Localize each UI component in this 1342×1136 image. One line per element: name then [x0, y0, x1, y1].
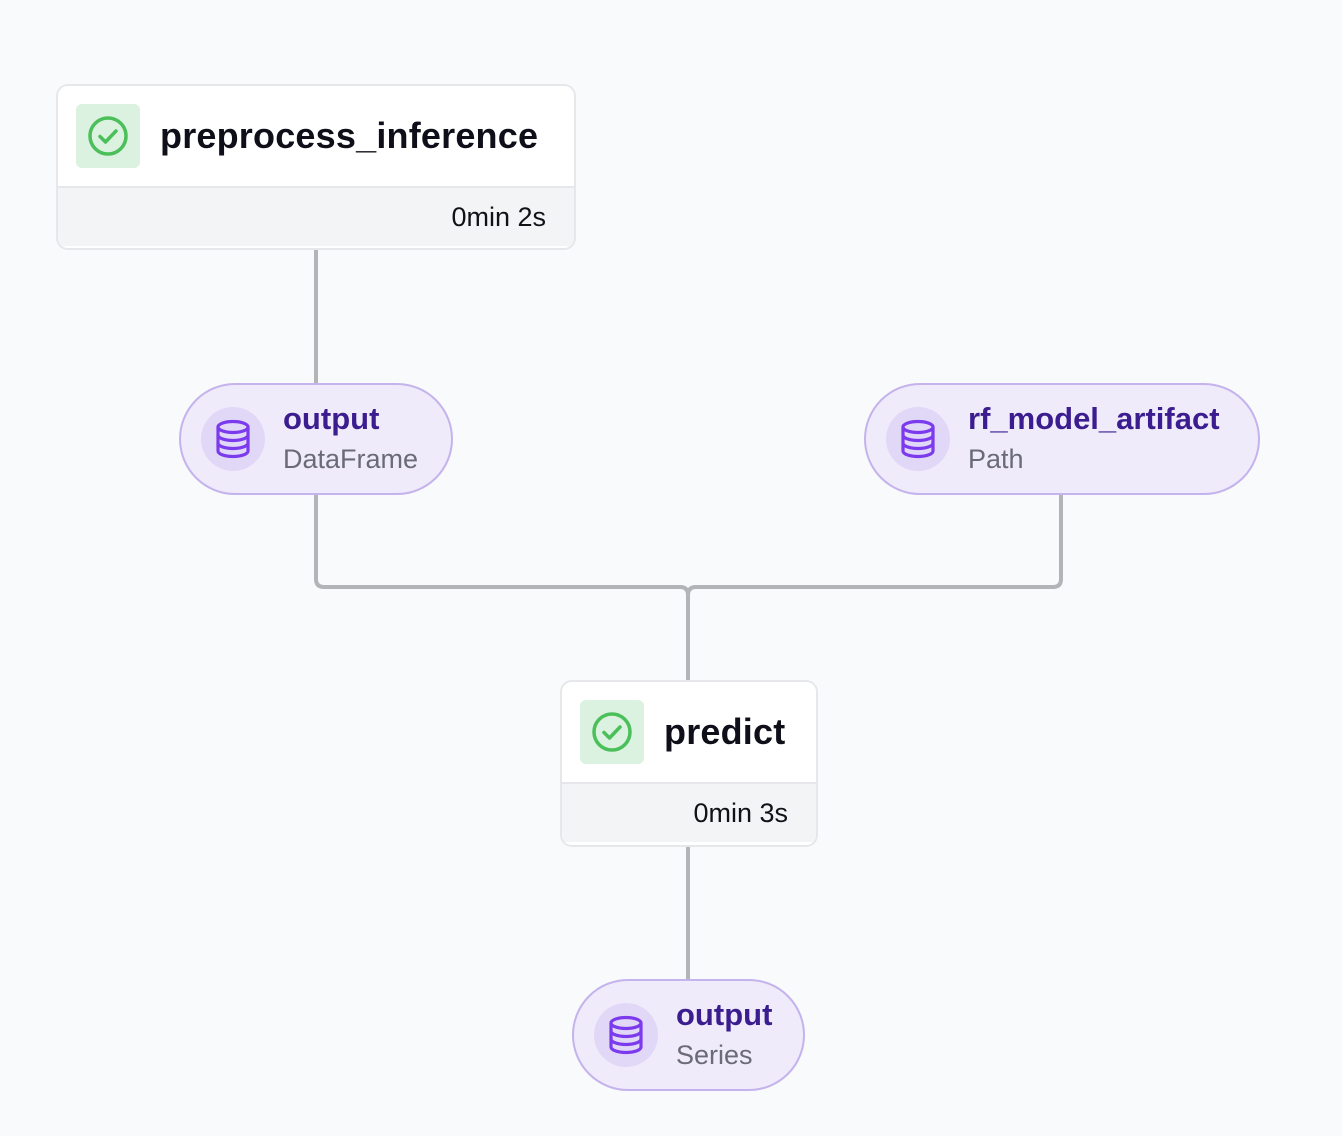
- artifact-text: output DataFrame: [283, 399, 418, 479]
- step-duration: 0min 2s: [451, 201, 546, 232]
- status-badge: [580, 700, 644, 764]
- status-badge: [76, 104, 140, 168]
- step-footer: 0min 3s: [562, 782, 816, 842]
- step-node-preprocess-inference[interactable]: preprocess_inference 0min 2s: [56, 84, 576, 250]
- artifact-text: rf_model_artifact Path: [968, 399, 1220, 479]
- artifact-node-output-series[interactable]: output Series: [572, 979, 805, 1091]
- artifact-name: output: [283, 401, 380, 436]
- artifact-icon-badge: [201, 407, 265, 471]
- edge-output-to-predict: [314, 492, 690, 682]
- artifact-name: rf_model_artifact: [968, 401, 1220, 436]
- step-footer: 0min 2s: [58, 186, 574, 246]
- artifact-type: Series: [676, 1040, 753, 1070]
- step-name: predict: [664, 711, 786, 752]
- artifact-icon-badge: [594, 1003, 658, 1067]
- step-name: preprocess_inference: [160, 115, 539, 156]
- artifact-type: DataFrame: [283, 444, 419, 474]
- artifact-node-rf-model-artifact[interactable]: rf_model_artifact Path: [864, 383, 1260, 495]
- check-circle-icon: [592, 712, 632, 752]
- edge-rf-model-to-predict: [686, 492, 1063, 597]
- step-duration: 0min 3s: [693, 797, 788, 828]
- step-header: predict: [562, 682, 816, 782]
- artifact-name: output: [676, 997, 773, 1032]
- database-icon: [609, 1015, 643, 1055]
- step-header: preprocess_inference: [58, 86, 574, 186]
- step-node-predict[interactable]: predict 0min 3s: [560, 680, 818, 847]
- database-icon: [901, 419, 935, 459]
- artifact-type: Path: [968, 444, 1024, 474]
- artifact-icon-badge: [886, 407, 950, 471]
- artifact-node-output-dataframe[interactable]: output DataFrame: [179, 383, 453, 495]
- database-icon: [216, 419, 250, 459]
- artifact-text: output Series: [676, 995, 772, 1075]
- check-circle-icon: [88, 116, 128, 156]
